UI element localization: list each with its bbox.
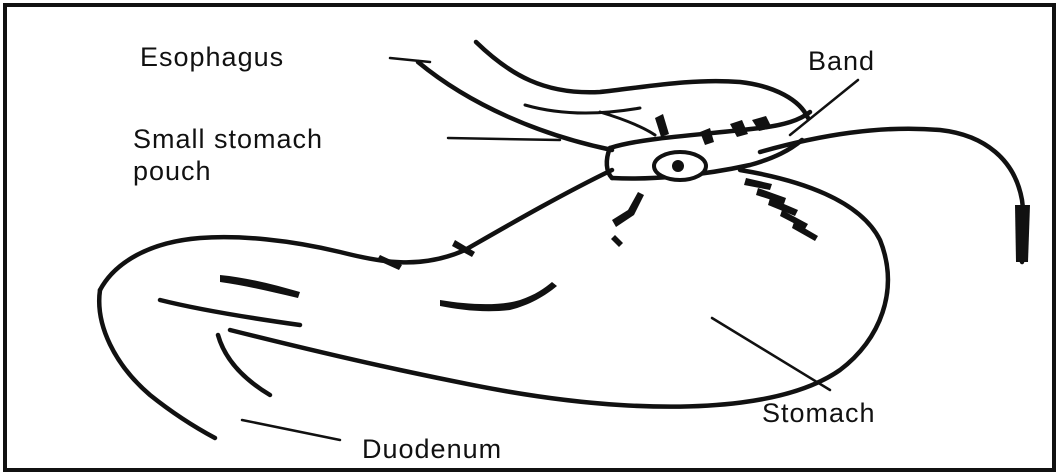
small-stomach-pouch-label-line1: Small stomach bbox=[133, 124, 323, 154]
band-label: Band bbox=[808, 46, 875, 76]
small-pouch-leader bbox=[448, 138, 560, 140]
stomach-leader bbox=[712, 318, 830, 390]
stomach-label: Stomach bbox=[762, 398, 876, 428]
diagram-border bbox=[5, 5, 1054, 470]
duodenum-leader bbox=[242, 420, 340, 440]
small-stomach-pouch-label-line2: pouch bbox=[133, 156, 212, 186]
esophagus-shape bbox=[418, 42, 808, 150]
duodenum-label: Duodenum bbox=[362, 434, 502, 464]
esophagus-leader bbox=[390, 58, 430, 62]
esophagus-label: Esophagus bbox=[140, 42, 284, 72]
gastric-band-shape bbox=[607, 112, 1030, 262]
